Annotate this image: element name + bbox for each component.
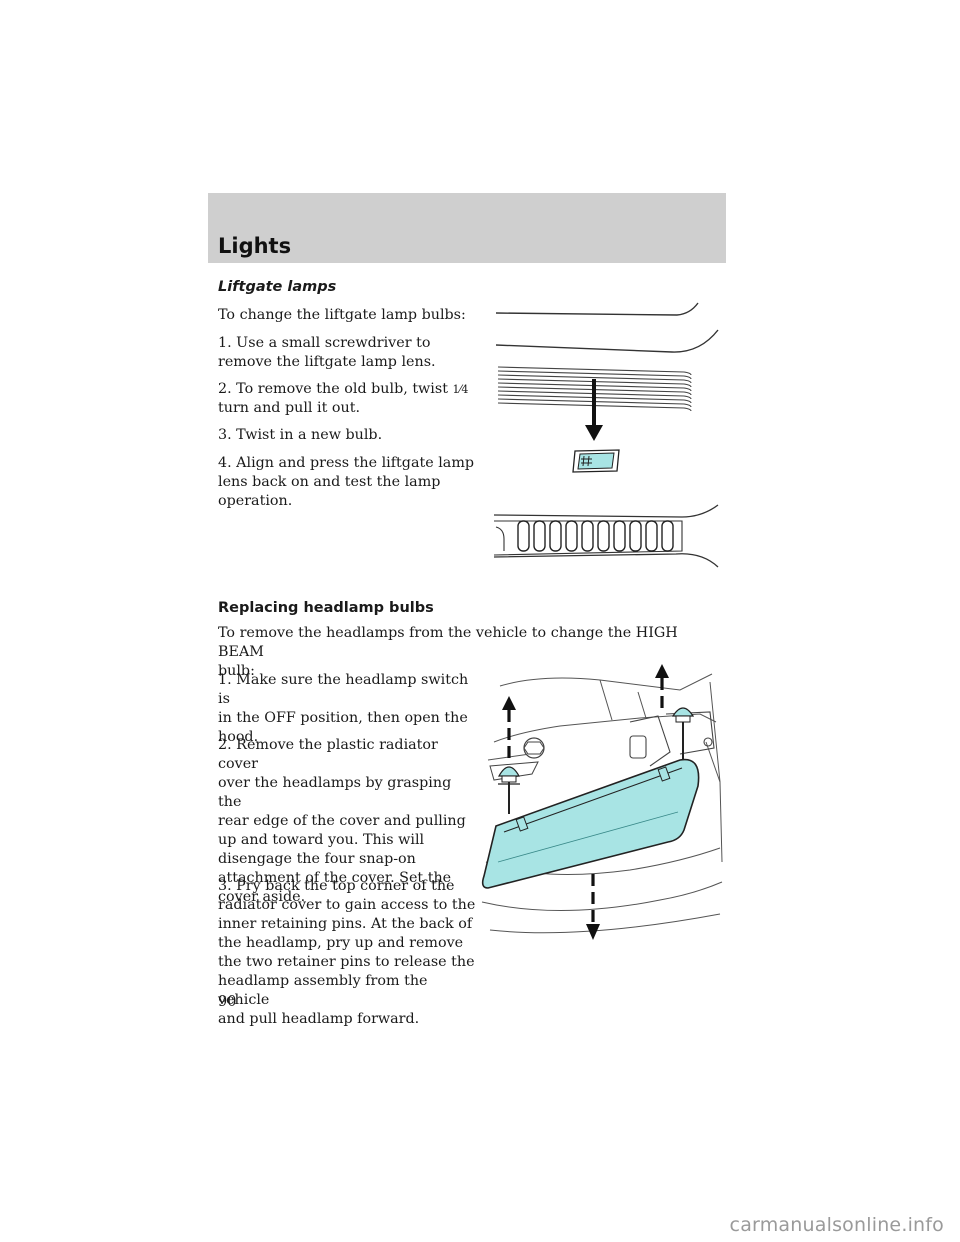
- headlamp-heading: Replacing headlamp bulbs: [218, 600, 434, 616]
- liftgate-lamp-lens: [572, 449, 620, 473]
- liftgate-step-3: 3. Twist in a new bulb.: [218, 427, 383, 443]
- headlamp-intro: To remove the headlamps from the vehicle…: [218, 625, 678, 679]
- liftgate-step-1: 1. Use a small screwdriver to remove the…: [218, 335, 436, 370]
- down-arrow: [586, 874, 600, 940]
- retainer-pin-left: [497, 766, 521, 814]
- liftgate-step-2: 2. To remove the old bulb, twist 1⁄4 tur…: [218, 381, 469, 416]
- liftgate-lamp-illustration: [493, 302, 719, 568]
- headlamp-step-1: 1. Make sure the headlamp switch is in t…: [218, 672, 469, 745]
- mount-bracket: [629, 711, 715, 767]
- section-header-band: [208, 193, 726, 263]
- section-title: Lights: [218, 234, 292, 258]
- headlamp-step-2: 2. Remove the plastic radiator cover ove…: [218, 737, 466, 905]
- hex-bolt: [523, 737, 545, 759]
- headlamp-step-3: 3. Pry back the top corner of the radiat…: [218, 878, 476, 1027]
- headlamp-removal-illustration: [481, 664, 723, 940]
- liftgate-handle-slots: [517, 520, 674, 552]
- liftgate-intro: To change the liftgate lamp bulbs:: [218, 307, 466, 323]
- headlamp-assembly: [481, 758, 700, 889]
- liftgate-step-4: 4. Align and press the liftgate lamp len…: [218, 455, 475, 509]
- liftgate-ribs: [497, 366, 692, 412]
- up-arrow-right: [655, 664, 669, 710]
- retainer-pin-right: [671, 707, 695, 766]
- footer-watermark: carmanualsonline.info: [729, 1214, 944, 1236]
- down-arrow-head: [585, 425, 603, 441]
- up-arrow-left: [502, 696, 516, 760]
- engine-bay-outline: [481, 673, 723, 934]
- liftgate-heading: Liftgate lamps: [218, 279, 337, 295]
- page-number: 90: [218, 994, 237, 1010]
